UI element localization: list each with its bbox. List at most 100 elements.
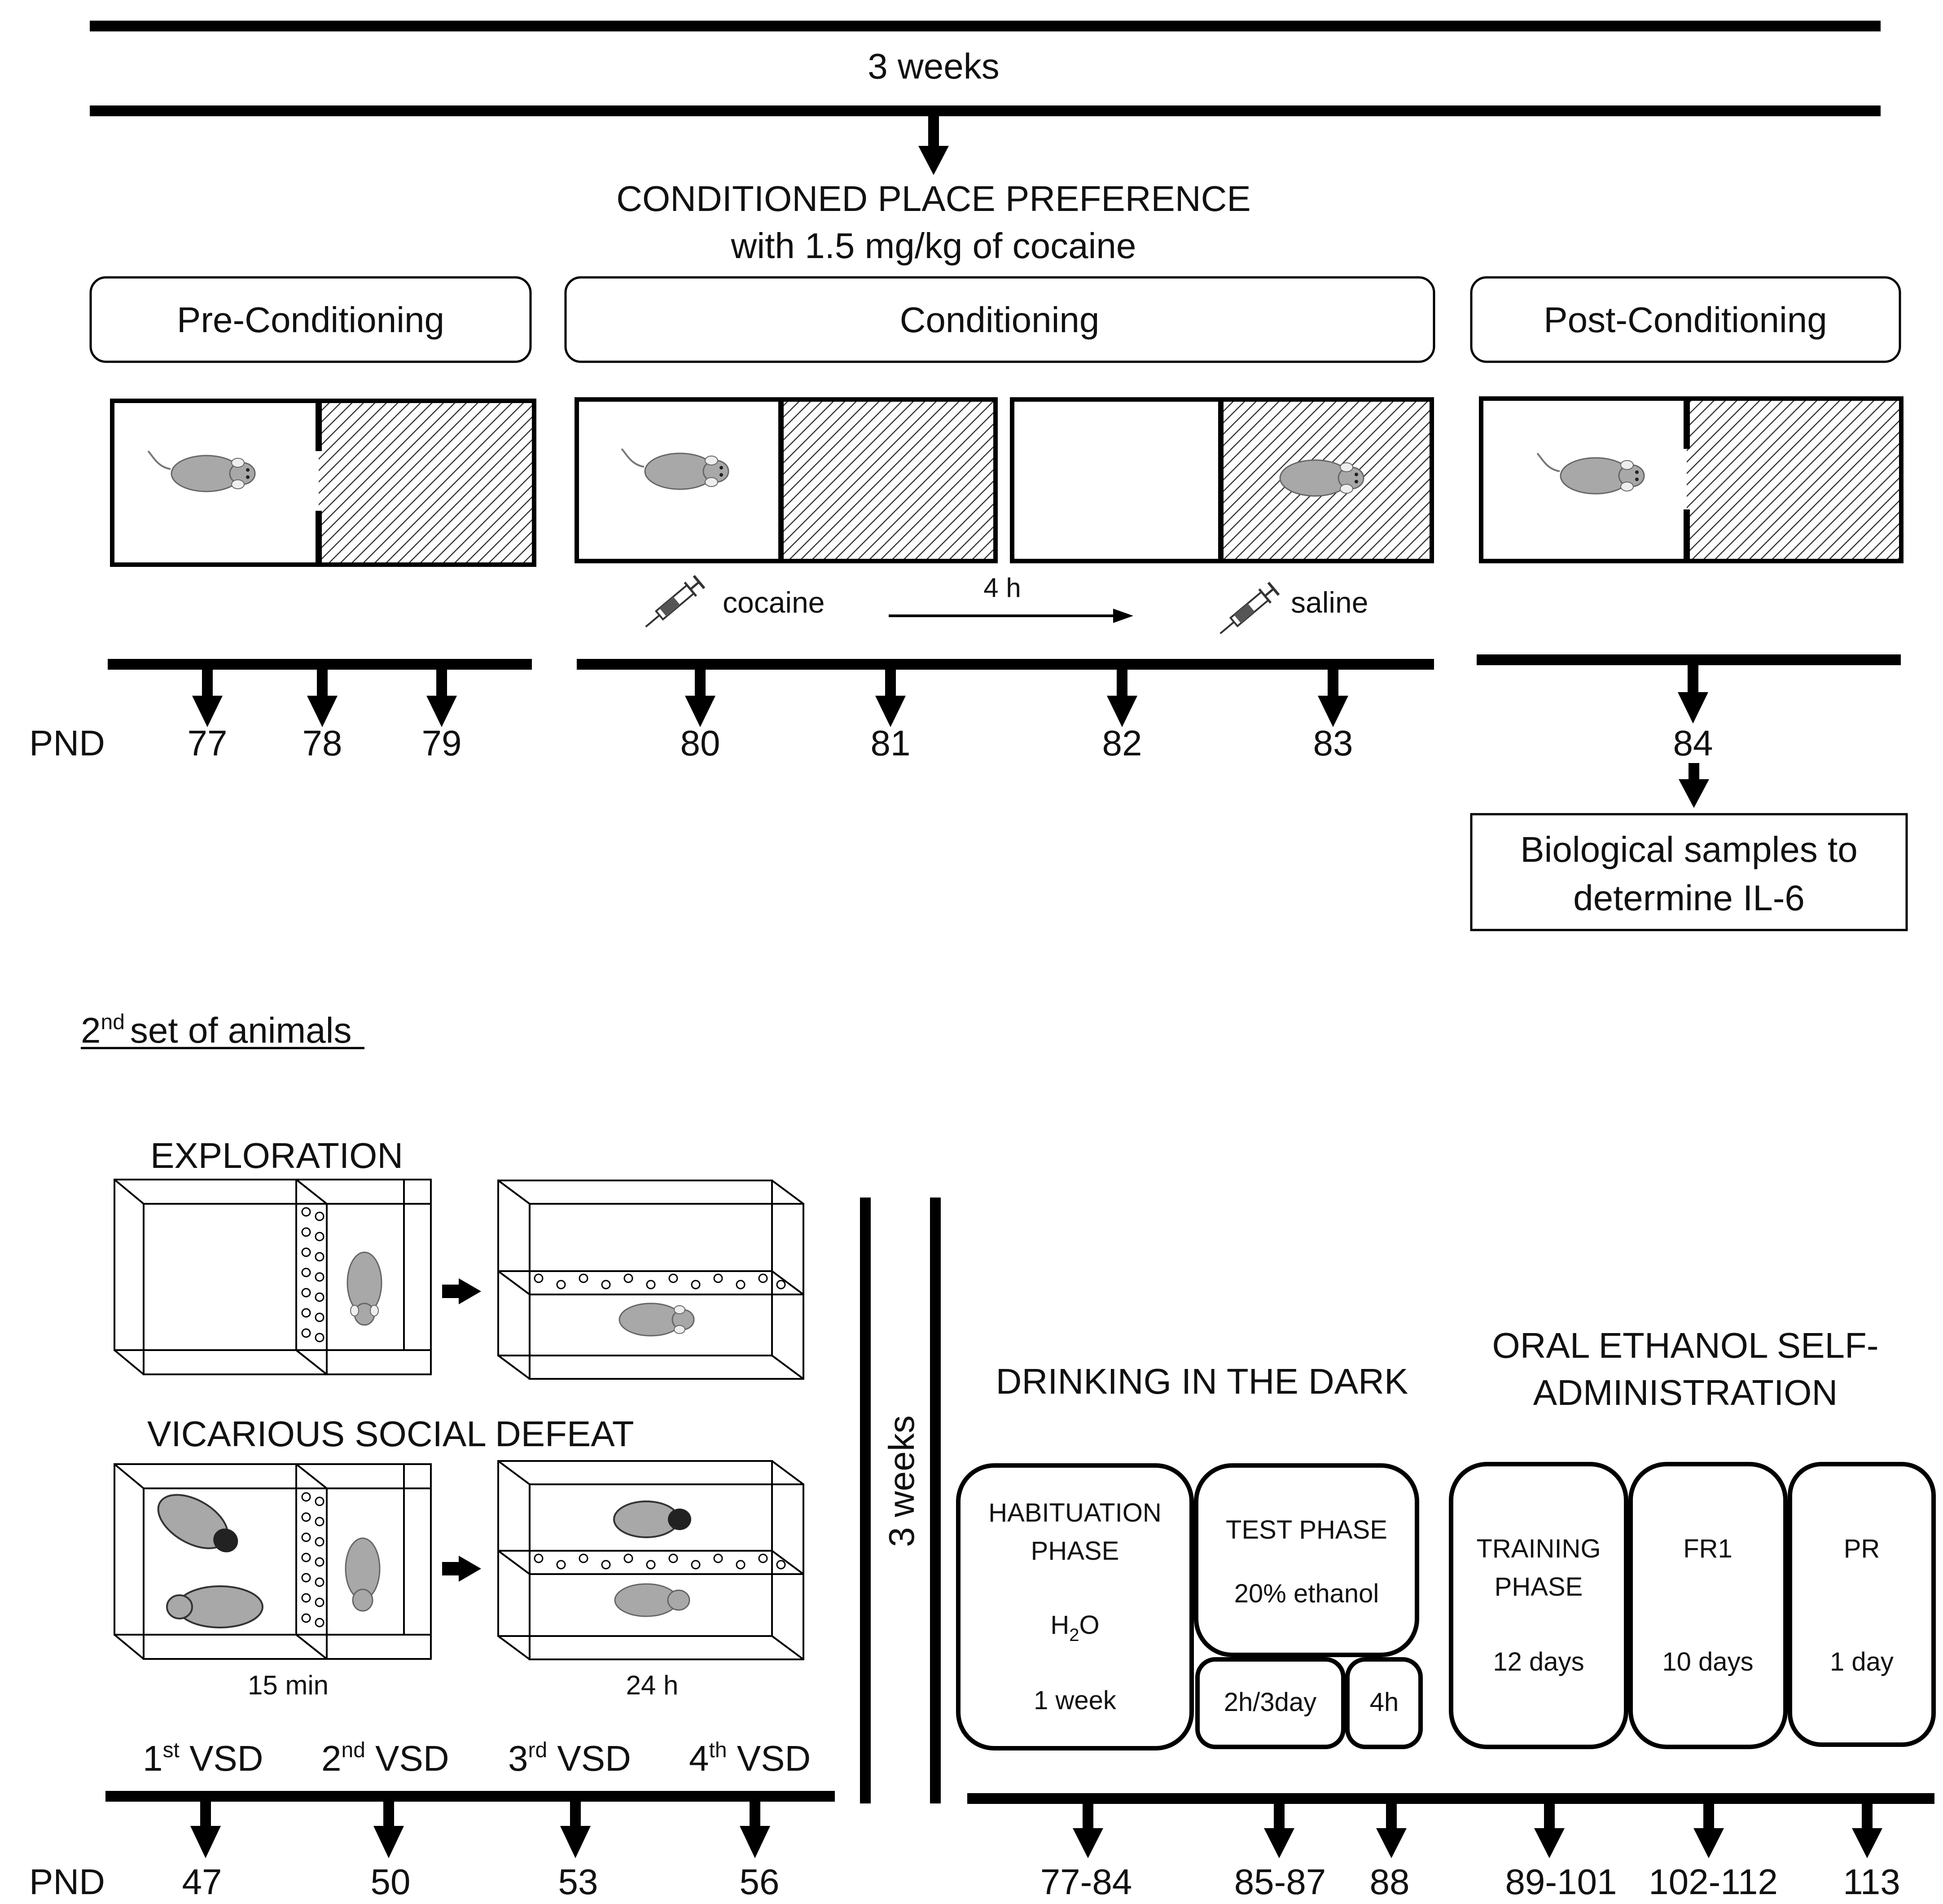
right-arrow-icon <box>442 1556 481 1582</box>
svg-text:HABITUATION: HABITUATION <box>988 1498 1162 1527</box>
day-label: 113 <box>1843 1862 1900 1902</box>
perforated-divider <box>534 1273 786 1290</box>
top-duration-label: 3 weeks <box>868 46 999 86</box>
interval-arrow <box>889 609 1133 623</box>
cocaine-label: cocaine <box>723 586 825 619</box>
svg-text:FR1: FR1 <box>1683 1534 1732 1563</box>
syringe-icon <box>645 575 706 627</box>
perforated-divider <box>301 1207 325 1342</box>
post-conditioning-box: Post-Conditioning <box>1470 276 1901 363</box>
did-title: DRINKING IN THE DARK <box>996 1361 1408 1401</box>
perforated-divider <box>301 1492 325 1628</box>
resident-mouse-icon <box>157 1494 238 1553</box>
mouse-icon <box>621 448 729 490</box>
heading-number: 2 <box>81 1010 101 1050</box>
day-label: 77-84 <box>1040 1862 1132 1902</box>
vsd-session-label: 2nd VSD <box>321 1738 449 1778</box>
day-label: 88 <box>1370 1862 1410 1902</box>
vsd-label: VICARIOUS SOCIAL DEFEAT <box>147 1414 634 1454</box>
svg-text:2h/3day: 2h/3day <box>1224 1688 1316 1717</box>
ethanol-timeline <box>967 1793 1934 1858</box>
top-timeline: 3 weeks <box>90 21 1881 175</box>
observer-mouse-icon <box>614 1583 690 1617</box>
intruder-mouse-icon <box>166 1585 263 1628</box>
gap-duration-label: 3 weeks <box>882 1415 921 1547</box>
heading-text: set of animals <box>130 1010 352 1050</box>
outcome-arrow <box>1679 763 1709 808</box>
outcome-line-2: determine IL-6 <box>1573 878 1805 918</box>
svg-text:12 days: 12 days <box>1493 1647 1584 1676</box>
day-label: 81 <box>871 723 911 763</box>
oesa-title-line-2: ADMINISTRATION <box>1533 1373 1838 1413</box>
exploration-label: EXPLORATION <box>150 1136 403 1176</box>
day-label: 80 <box>680 723 720 763</box>
svg-text:10 days: 10 days <box>1662 1647 1753 1676</box>
syringe-icon <box>1219 582 1280 634</box>
test-sub-box-2: 4h <box>1345 1657 1423 1749</box>
vsd-cage-shelf <box>497 1460 804 1660</box>
gap-bar-right <box>930 1198 941 1803</box>
perforated-divider <box>534 1553 786 1570</box>
duration-15-min: 15 min <box>248 1670 329 1700</box>
mouse-icon <box>147 450 256 492</box>
cpp-title: CONDITIONED PLACE PREFERENCE <box>616 179 1251 219</box>
vsd-timeline <box>105 1791 835 1858</box>
conditioning-box: Conditioning <box>564 276 1435 363</box>
outcome-line-1: Biological samples to <box>1520 829 1857 869</box>
svg-text:PHASE: PHASE <box>1495 1572 1583 1601</box>
saline-label: saline <box>1291 586 1368 619</box>
day-label: 47 <box>182 1862 222 1902</box>
day-label: 56 <box>740 1862 780 1902</box>
exploration-cage-divided <box>114 1179 432 1375</box>
svg-text:4h: 4h <box>1370 1688 1399 1717</box>
svg-text:20% ethanol: 20% ethanol <box>1234 1579 1379 1608</box>
cpp-apparatus-pre <box>110 399 536 567</box>
day-label: 102-112 <box>1649 1862 1778 1902</box>
cpp-timeline <box>108 654 1901 727</box>
svg-text:PHASE: PHASE <box>1031 1536 1119 1566</box>
vsd-session-label: 3rd VSD <box>508 1738 631 1778</box>
test-phase-box: TEST PHASE 20% ethanol <box>1194 1463 1419 1657</box>
cpp-apparatus-saline <box>1010 397 1434 563</box>
outcome-box: Biological samples to determine IL-6 <box>1470 813 1908 931</box>
interval-label: 4 h <box>983 573 1021 603</box>
fr1-box: FR1 10 days <box>1628 1462 1788 1749</box>
pre-conditioning-box: Pre-Conditioning <box>89 276 532 363</box>
cpp-apparatus-post <box>1479 396 1904 563</box>
oesa-title-line-1: ORAL ETHANOL SELF- <box>1492 1325 1879 1365</box>
day-label: 53 <box>558 1862 598 1902</box>
resident-mouse-icon <box>613 1500 691 1538</box>
svg-text:1 week: 1 week <box>1034 1686 1117 1715</box>
day-label: 85-87 <box>1234 1862 1326 1902</box>
mouse-icon <box>1279 459 1364 497</box>
top-down-arrow <box>918 116 949 175</box>
day-label: 79 <box>422 723 462 763</box>
day-label: 83 <box>1313 723 1353 763</box>
vsd-session-label: 4th VSD <box>689 1738 811 1778</box>
day-label: 77 <box>188 723 228 763</box>
pr-box: PR 1 day <box>1788 1462 1936 1747</box>
day-label: 82 <box>1102 723 1142 763</box>
gap-bar-left <box>860 1198 871 1803</box>
day-label: 50 <box>371 1862 411 1902</box>
day-label: 84 <box>1673 723 1713 763</box>
post-conditioning-label: Post-Conditioning <box>1544 300 1827 340</box>
conditioning-label: Conditioning <box>900 300 1100 340</box>
observer-mouse-icon <box>345 1537 381 1612</box>
test-sub-box-1: 2h/3day <box>1195 1657 1346 1749</box>
pre-conditioning-label: Pre-Conditioning <box>177 300 444 340</box>
svg-text:TRAINING: TRAINING <box>1476 1534 1601 1563</box>
pnd-label: PND <box>29 723 105 763</box>
training-phase-box: TRAINING PHASE 12 days <box>1449 1462 1628 1749</box>
day-arrows <box>192 665 1708 727</box>
exploration-cage-shelf <box>497 1180 804 1380</box>
mouse-icon <box>618 1303 695 1337</box>
habituation-phase-box: HABITUATION PHASE H2O 1 week <box>956 1463 1194 1750</box>
mouse-icon <box>346 1251 382 1326</box>
day-label: 78 <box>303 723 342 763</box>
pnd-label: PND <box>29 1862 105 1902</box>
svg-text:PR: PR <box>1844 1534 1880 1563</box>
